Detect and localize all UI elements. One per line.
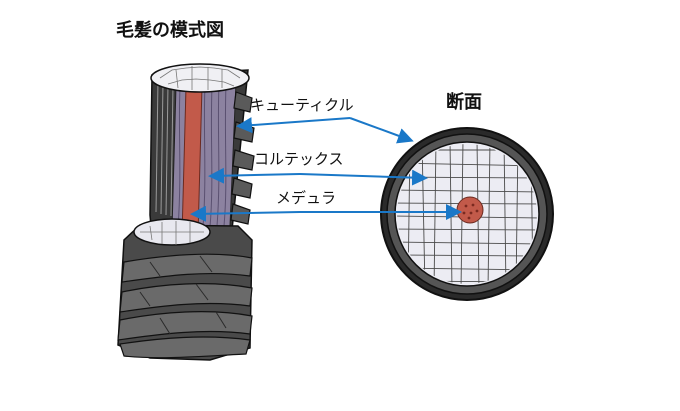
cortex-arrow-right	[299, 169, 428, 186]
hair-strand	[117, 63, 255, 361]
medulla-label: メデュラ	[276, 189, 336, 207]
cuticle-arrow-left	[236, 117, 351, 134]
cuticle-streaks	[155, 79, 174, 217]
label-arrows	[190, 117, 462, 222]
cuticle-label: キューティクル	[250, 96, 354, 114]
diagram-title: 毛髪の模式図	[116, 20, 224, 41]
lower-face-cells	[140, 221, 204, 245]
strand-top-face	[150, 63, 250, 93]
medulla-dots	[462, 203, 479, 220]
cuticle-arrow-right	[349, 117, 414, 144]
top-face-cells	[159, 66, 241, 90]
medulla-arrow-left	[190, 205, 301, 222]
section-medulla	[456, 196, 484, 224]
cortex-arrow-left	[208, 167, 301, 184]
cross-section-title: 断面	[446, 92, 482, 113]
cross-section	[380, 127, 554, 301]
lower-cuticle-scales	[117, 253, 253, 359]
cortex-label: コルテックス	[254, 150, 344, 168]
scale-edges	[139, 255, 227, 335]
